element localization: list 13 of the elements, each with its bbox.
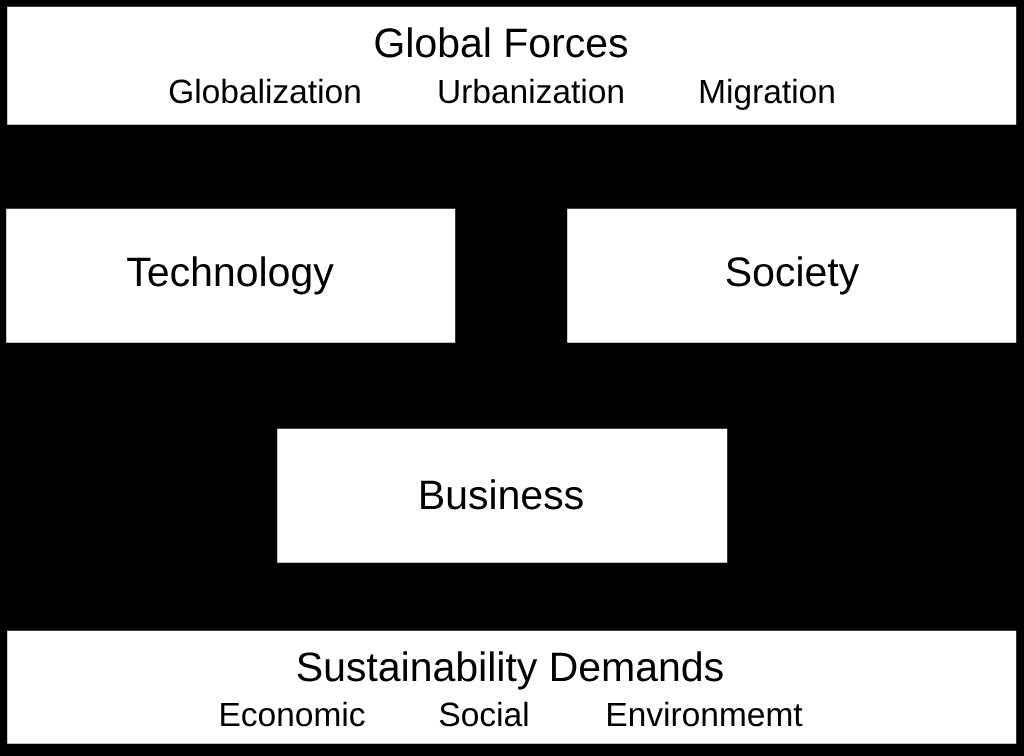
topic-box: Society — [567, 208, 1017, 343]
header-band — [7, 6, 1017, 125]
factor-label: Urbanization — [439, 78, 623, 104]
factor-label: Environmemt — [608, 701, 803, 727]
factor-label: Globalization — [169, 78, 360, 104]
topic-box: Technology — [6, 208, 456, 343]
topic-box: Business — [277, 428, 728, 563]
factor-label: Migration — [700, 78, 834, 110]
band-heading: Sustainability Demands — [297, 651, 723, 690]
factor-label: Economic — [221, 701, 365, 727]
band-heading: Global Forces — [375, 27, 628, 58]
header-band — [7, 630, 1017, 744]
factor-label: Social — [439, 701, 528, 727]
